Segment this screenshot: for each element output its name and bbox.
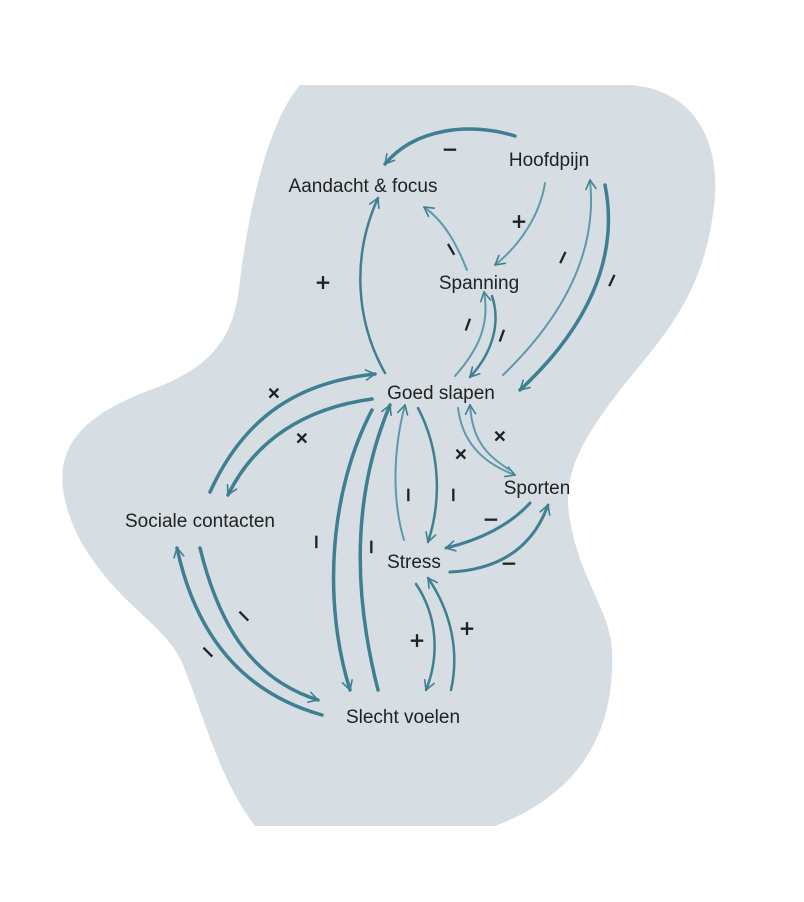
node-slecht-voelen: Slecht voelen — [346, 707, 460, 728]
node-goed-slapen: Goed slapen — [387, 383, 495, 404]
sign-slapen-aandacht: + — [315, 270, 332, 294]
sign-slapen-stress: − — [442, 487, 466, 504]
node-labels: Aandacht & focus Hoofdpijn Spanning Goed… — [125, 150, 589, 728]
arrow-stress-to-sporten — [448, 503, 551, 574]
node-stress: Stress — [387, 552, 441, 573]
arrow-sociale-to-slapen — [208, 369, 377, 494]
sign-stress-voelen: + — [409, 628, 426, 652]
arrow-sporten-to-slapen — [464, 404, 511, 471]
sign-voelen-slapen: − — [305, 534, 329, 551]
arrow-voelen-to-slapen — [358, 403, 392, 692]
arrow-spanning-to-aandacht — [423, 206, 468, 271]
node-spanning: Spanning — [439, 273, 519, 294]
sign-spanning-slapen: − — [453, 312, 481, 336]
sign-slapen-voelen: − — [360, 539, 384, 556]
sign-stress-sporten: − — [501, 551, 518, 575]
sign-slapen-spanning: − — [487, 323, 515, 347]
arrow-voelen-to-sociale — [173, 546, 324, 717]
node-sociale-contacten: Sociale contacten — [125, 511, 275, 532]
background-blob — [62, 85, 716, 826]
arrow-slapen-to-sociale — [226, 397, 374, 497]
arrow-spanning-to-slapen — [468, 294, 497, 379]
arrow-slapen-to-aandacht — [359, 196, 387, 375]
arrow-slapen-to-sporten — [457, 407, 516, 478]
node-sporten: Sporten — [504, 478, 571, 499]
arrow-hoofdpijn-to-slapen — [518, 183, 611, 392]
arrow-hoofdpijn-to-spanning — [494, 182, 546, 266]
arrow-slapen-to-hoofdpijn — [502, 179, 597, 376]
arrow-slapen-to-spanning — [454, 291, 492, 377]
arrow-slapen-to-stress — [416, 406, 439, 544]
sign-stress-slapen: − — [397, 487, 421, 504]
arrow-stress-to-slapen — [394, 404, 409, 541]
arrow-sociale-to-voelen — [198, 546, 320, 703]
arrow-hoofdpijn-to-aandacht — [383, 127, 517, 166]
sign-hoofdpijn-aandacht: − — [442, 137, 459, 161]
sign-voelen-stress: + — [459, 616, 476, 640]
arrow-sporten-to-stress — [444, 501, 532, 552]
arrow-group — [173, 127, 611, 717]
arrow-voelen-to-stress — [426, 576, 456, 692]
sign-hoofdpijn-spanning: + — [511, 209, 528, 233]
arrow-stress-to-voelen — [414, 582, 436, 692]
sign-sporten-stress: − — [483, 507, 500, 531]
node-aandacht-focus: Aandacht & focus — [289, 176, 438, 197]
arrow-slapen-to-voelen — [331, 408, 374, 692]
node-hoofdpijn: Hoofdpijn — [509, 150, 589, 171]
